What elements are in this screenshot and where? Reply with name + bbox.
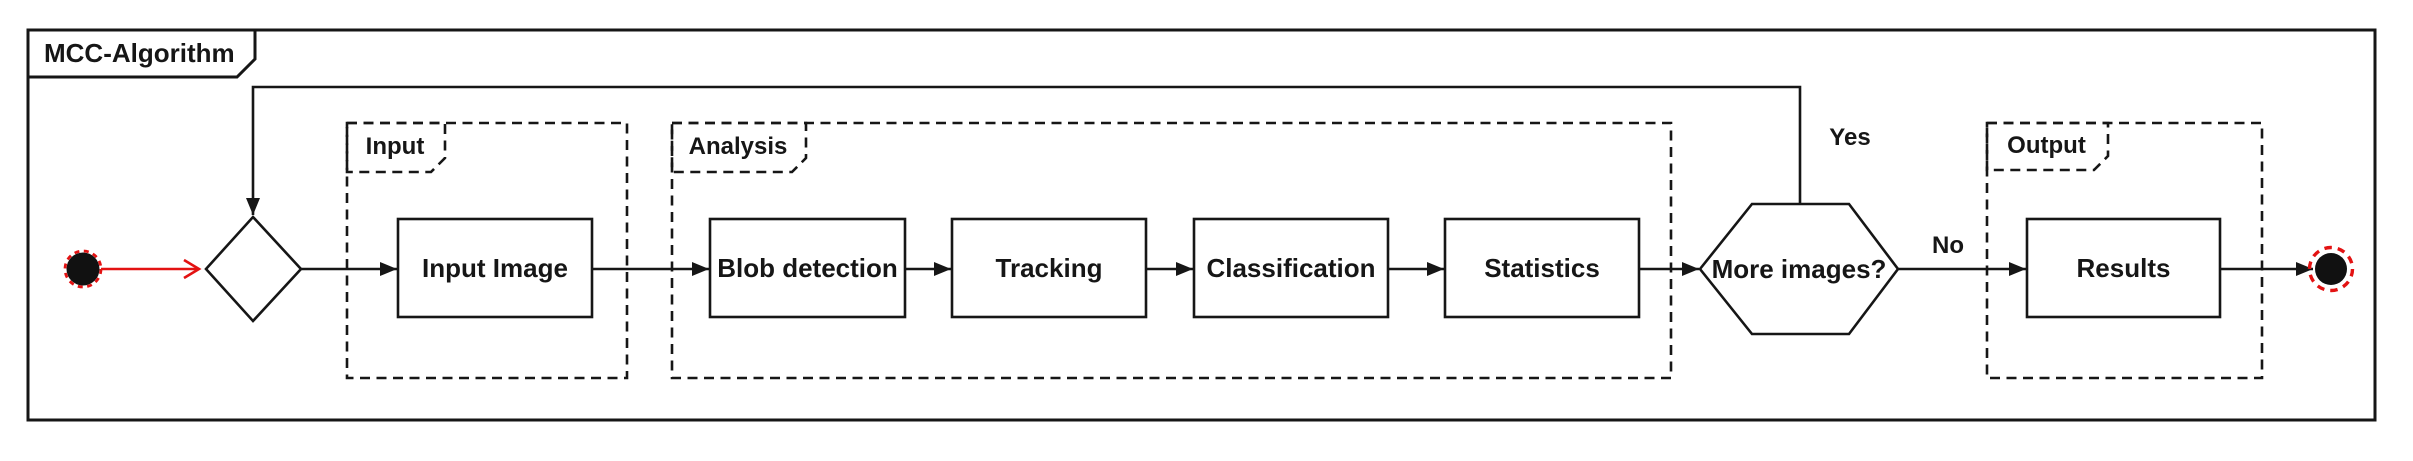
edge-start-arrowhead — [183, 258, 202, 280]
box-classification — [1192, 217, 1390, 319]
box-input-image-label: Input Image — [422, 253, 568, 283]
group-analysis-border — [670, 121, 1673, 380]
initial-node-red-ring — [63, 249, 103, 289]
box-tracking — [950, 217, 1148, 319]
group-output-border — [1985, 121, 2264, 380]
decision-hexagon — [1698, 202, 1900, 336]
box-tracking-label: Tracking — [995, 253, 1103, 283]
box-statistics — [1443, 217, 1641, 319]
branch-yes-label: Yes — [1829, 124, 1871, 151]
group-input-border — [345, 121, 629, 380]
branch-no-label: No — [1932, 232, 1964, 259]
box-blob-detection — [708, 217, 907, 319]
frame-title: MCC-Algorithm — [44, 38, 235, 68]
box-input-image — [396, 217, 594, 319]
edge-yes-loop — [246, 85, 1802, 215]
merge-diamond — [204, 215, 303, 323]
group-input-label: Input — [365, 133, 425, 160]
group-output-tab — [1985, 121, 2110, 172]
box-results-label: Results — [2076, 253, 2171, 283]
box-statistics-label: Statistics — [1484, 253, 1600, 283]
group-analysis-label: Analysis — [688, 133, 788, 160]
box-results — [2025, 217, 2222, 319]
final-node-red-ring — [2307, 245, 2355, 293]
decision-label: More images? — [1711, 254, 1887, 284]
frame-border — [26, 28, 2377, 422]
group-analysis-tab — [670, 121, 808, 174]
initial-node — [66, 252, 100, 286]
final-node — [2315, 253, 2347, 285]
group-output-label: Output — [2007, 132, 2086, 159]
box-classification-label: Classification — [1206, 253, 1376, 283]
frame-title-tab — [26, 28, 257, 79]
box-blob-detection-label: Blob detection — [717, 253, 898, 283]
